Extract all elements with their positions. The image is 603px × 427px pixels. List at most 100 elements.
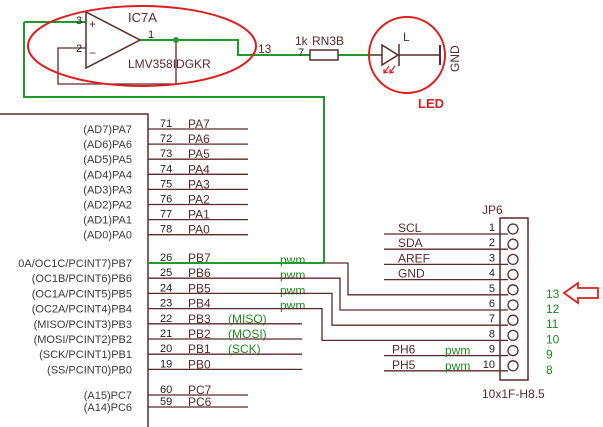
mcu-pc-alt-label: (A14)PC6: [84, 402, 132, 414]
opamp-symbol: [85, 10, 142, 70]
opamp-block: + − 3 2 1 IC7A LMV358IDGKR: [23, 5, 372, 263]
pin13-pointer-arrow: [562, 281, 599, 305]
net-pb6-to-pin12: [248, 277, 508, 311]
header-pin-number: 6: [489, 298, 495, 310]
mcu-pa-pin-number: 78: [160, 224, 172, 236]
header-body: [499, 217, 529, 381]
header-pin-socket: [507, 314, 519, 326]
mcu-pb-pin-number: 22: [160, 313, 172, 325]
opamp-wires: [23, 21, 372, 263]
header-board-label: 9: [546, 348, 553, 362]
resistor-block: 13 1k RN3B 7: [258, 34, 344, 61]
mcu-pb-pin-name: PB4: [188, 297, 211, 311]
header-pin-socket: [507, 253, 519, 266]
mcu-pb-alt-label: 0A/OC1C/PCINT7)PB7: [18, 258, 132, 270]
header-pin-number: 9: [489, 344, 495, 356]
header-board-label: 10: [546, 332, 560, 346]
header-pin-socket: [507, 329, 519, 342]
header-pin-number: 8: [489, 328, 495, 340]
mcu-pb-pin-number: 26: [160, 252, 172, 264]
mcu-pa-pin-number: 72: [160, 133, 172, 145]
header-pin-socket: [507, 360, 519, 372]
mcu-pa-pin-number: 77: [160, 209, 172, 221]
header-pin-number: 3: [489, 252, 495, 264]
mcu-pa-pin-name: PA4: [188, 162, 210, 176]
mcu-outline: [0, 113, 149, 427]
opamp-highlight-ellipse: [27, 5, 257, 87]
resistor-value: 1k: [295, 34, 309, 48]
led-ground-label: GND: [448, 45, 462, 72]
header-pwm-label: pwm: [445, 359, 470, 373]
header-pin-socket: [507, 344, 519, 357]
mcu-pa-pin-name: PA3: [188, 177, 210, 191]
mcu-pb-pwm-label: pwm: [280, 283, 305, 297]
header-net-label: GND: [398, 267, 425, 281]
header-net-label: SDA: [398, 236, 423, 250]
resistor-pin-num: 7: [298, 47, 304, 59]
header-pin-number: 1: [489, 222, 495, 234]
opamp-feedback-wire: [57, 40, 177, 85]
mcu-pa-alt-label: (AD3)PA3: [83, 184, 132, 196]
led-annotation: LED: [418, 96, 444, 111]
led-diode-triangle: [381, 43, 400, 67]
mcu-pc-alt-label: (A15)PC7: [84, 390, 132, 402]
header-net-label: PH5: [392, 358, 416, 372]
mcu-pa-alt-label: (AD4)PA4: [83, 169, 132, 181]
mcu-pa-alt-label: (AD7)PA7: [83, 124, 132, 136]
mcu-pa-alt-label: (AD5)PA5: [83, 154, 132, 166]
opamp-refdes: IC7A: [128, 10, 157, 25]
opamp-pin-plus-num: 3: [76, 15, 82, 27]
led-emission-arrows: [383, 65, 396, 74]
header-pin-number: 5: [489, 283, 495, 295]
mcu-pb-pin-name: PB3: [188, 312, 211, 326]
mcu-pc-pin-name: PC7: [188, 383, 212, 397]
header-board-label: 11: [546, 317, 559, 331]
mcu-pa-alt-label: (AD0)PA0: [83, 230, 132, 242]
header-refdes: JP6: [482, 203, 503, 217]
opamp-minus-sign: −: [89, 46, 96, 60]
mcu-pa-pin-name: PA6: [188, 132, 210, 146]
mcu-pb-alt-label: (OC2A/PCINT4)PB4: [32, 304, 132, 316]
mcu-pb-pin-name: PB0: [188, 357, 211, 371]
mcu-pa-alt-label: (AD1)PA1: [83, 215, 132, 227]
mcu-pa-pin-name: PA7: [188, 117, 210, 131]
resistor-net-label: 13: [258, 42, 272, 56]
mcu-pb-pwm-label: pwm: [280, 253, 305, 267]
header-net-label: SCL: [398, 221, 422, 235]
mcu-pb-pin-name: PB2: [188, 327, 211, 341]
mcu-pa-pin-name: PA2: [188, 193, 210, 207]
mcu-pb-pin-name: PB1: [188, 342, 211, 356]
mcu-pb-signal-label: (MISO): [228, 312, 267, 326]
header-pin-number: 2: [489, 237, 495, 249]
mcu-pb-pin-number: 19: [160, 358, 172, 370]
mcu-pb-pin-number: 23: [160, 298, 172, 310]
mcu-pb-alt-label: (SCK/PCINT1)PB1: [39, 349, 132, 361]
mcu-pa-pin-number: 71: [160, 118, 172, 130]
mcu-pb-alt-label: (SS/PCINT0)PB0: [47, 364, 132, 376]
mcu-pa-pin-name: PA5: [188, 147, 210, 161]
mcu-pc-pin-number: 60: [160, 384, 172, 396]
net-pb4-to-pin10: [248, 307, 508, 342]
mcu-pb-pin-number: 20: [160, 343, 172, 355]
header-net-label: AREF: [398, 251, 430, 265]
mcu-pb-pwm-label: pwm: [280, 299, 305, 313]
header-pin-socket: [507, 284, 519, 296]
header-pin-number: 10: [483, 359, 495, 371]
header-board-label: 8: [546, 363, 553, 377]
header-pin-socket: [507, 268, 519, 281]
mcu-pb-pin-name: PB6: [188, 266, 211, 280]
header-pin-socket: [507, 238, 519, 250]
mcu-pb-pin-number: 21: [160, 328, 172, 340]
opamp-plus-sign: +: [89, 17, 96, 31]
resistor-refdes: RN3B: [312, 34, 344, 48]
opamp-pin-out-num: 1: [148, 29, 154, 41]
opamp-output-wire: [140, 39, 310, 56]
mcu-pa-alt-label: (AD2)PA2: [83, 200, 132, 212]
mcu-pb-alt-label: (MISO/PCINT3)PB3: [34, 319, 132, 331]
led-highlight-circle: [368, 16, 446, 94]
